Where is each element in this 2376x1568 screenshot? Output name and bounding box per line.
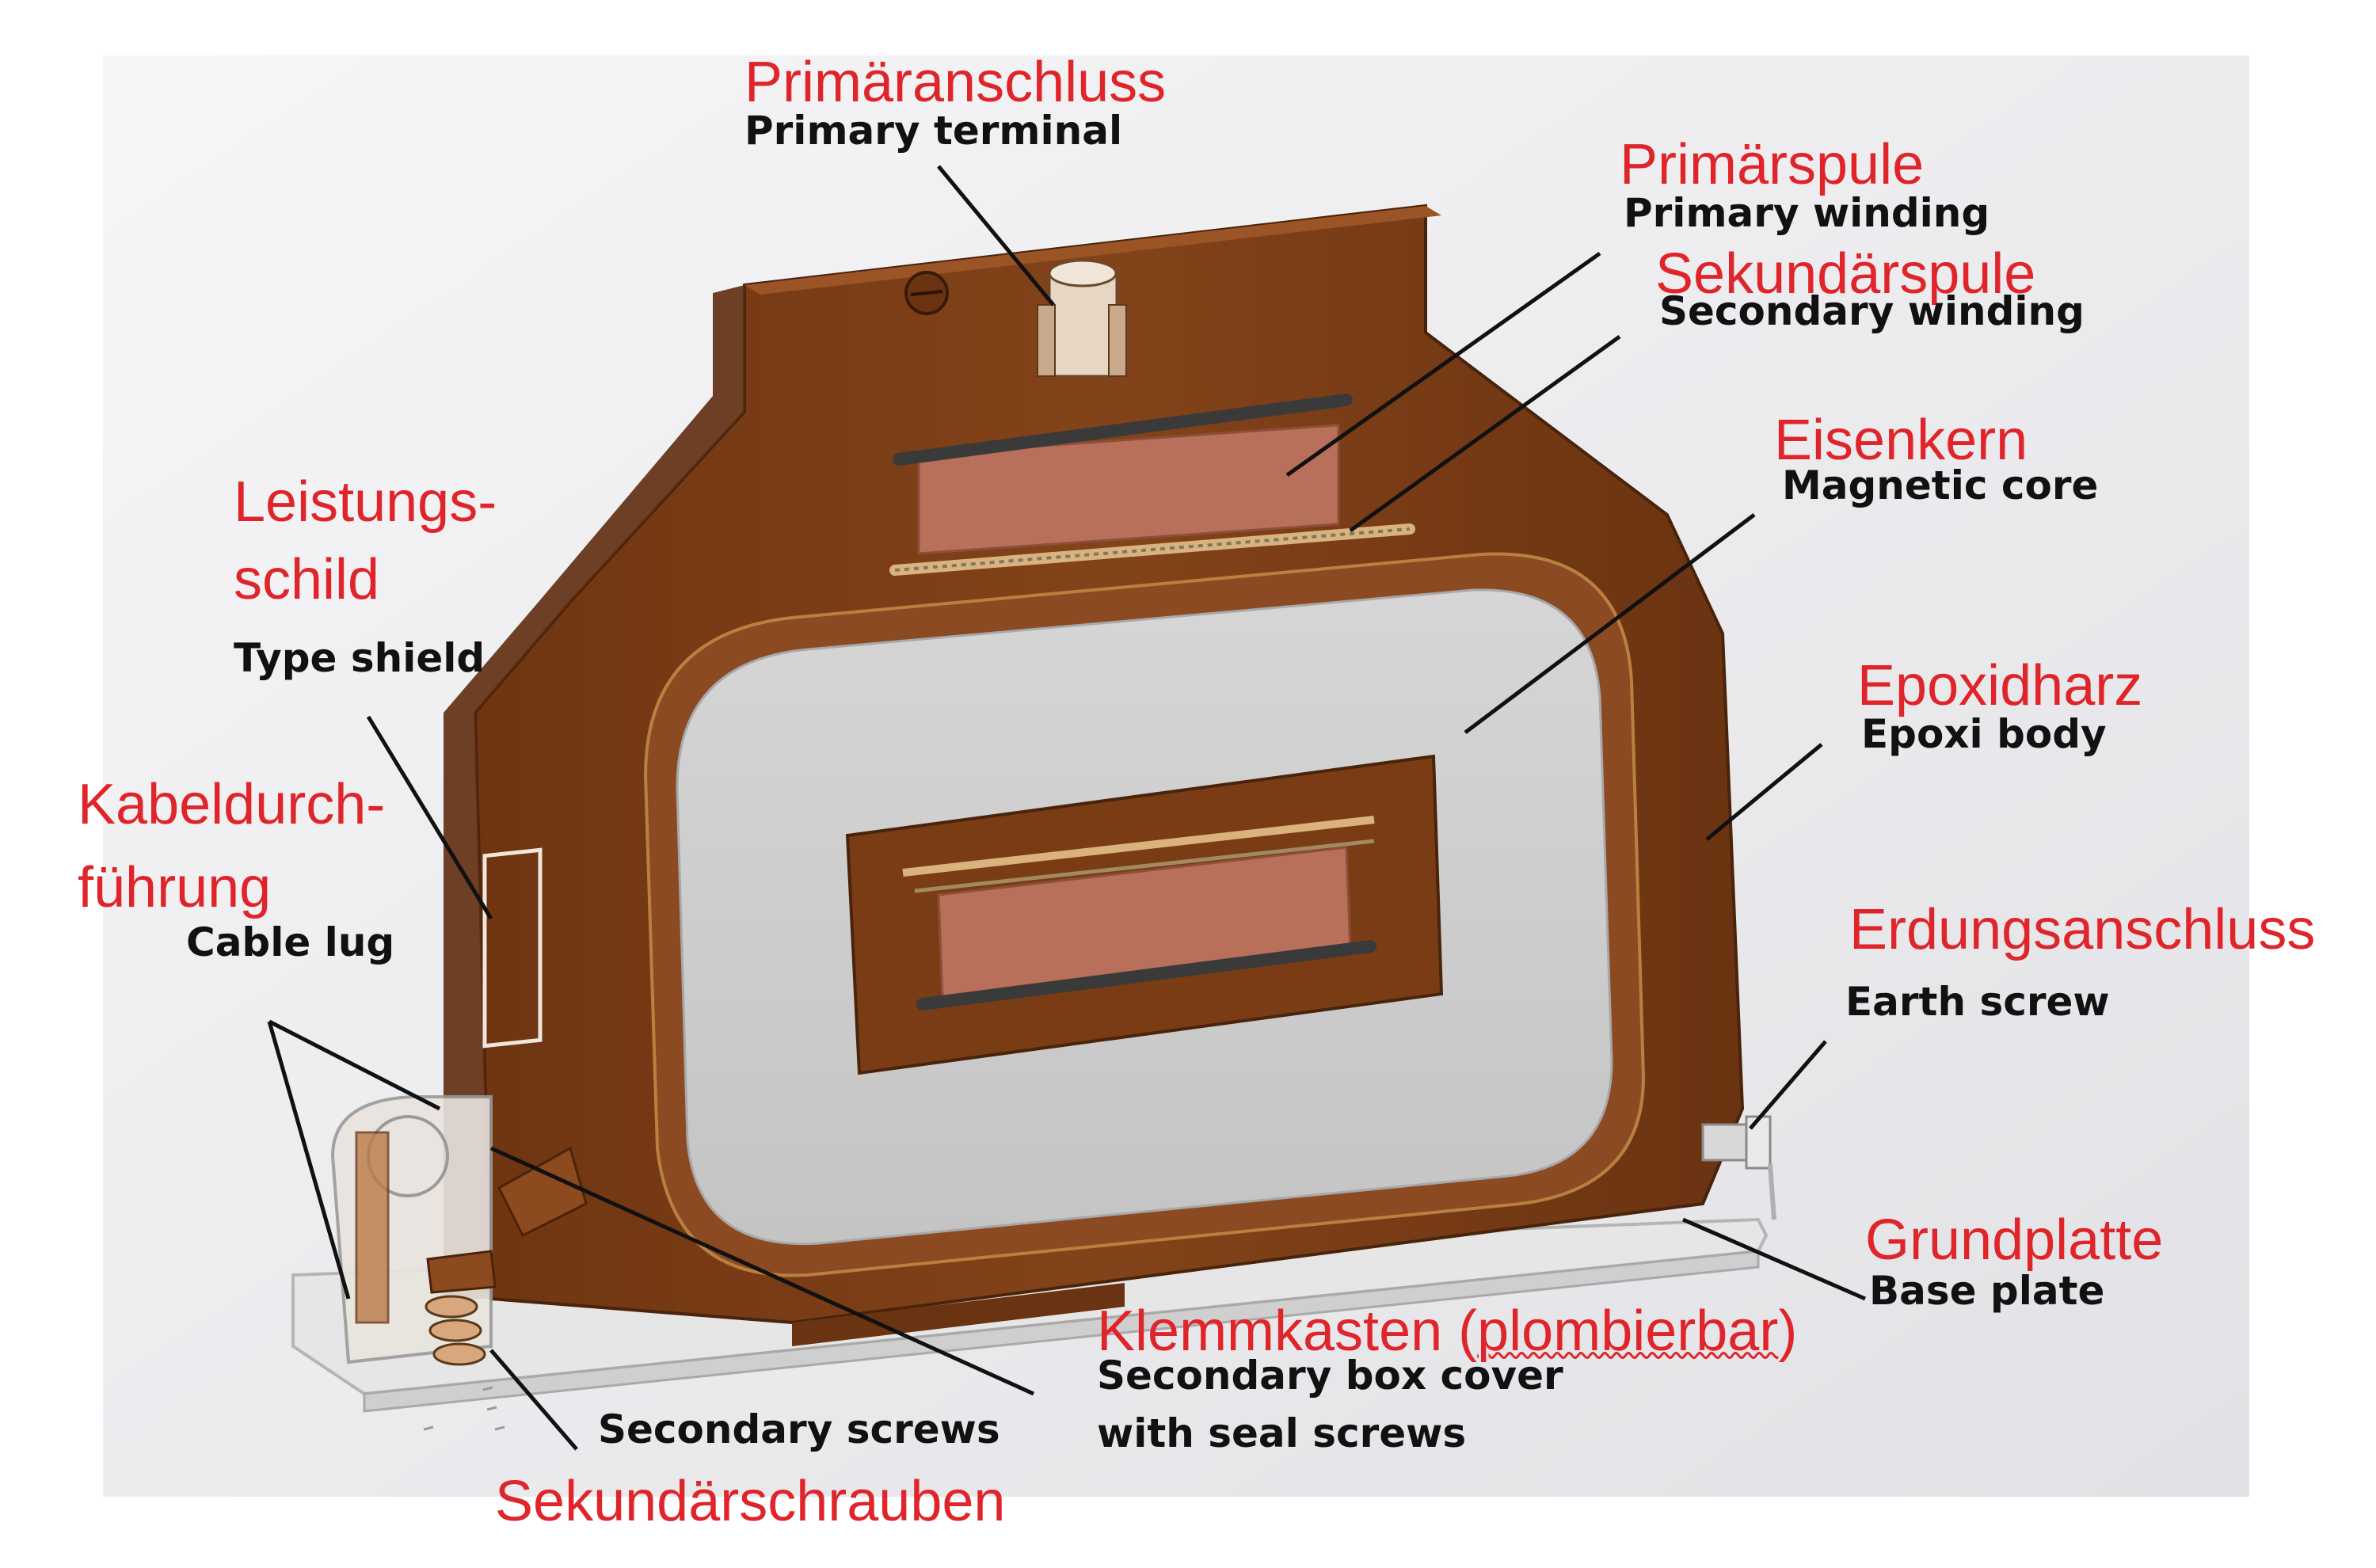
label-box-cover-de-prefix: Klemmkasten ( (1097, 1300, 1478, 1363)
earth-screw-shape (1701, 1115, 1776, 1220)
label-type-shield-de-line2: schild (234, 548, 380, 611)
leader-primary-winding (1285, 251, 1601, 478)
label-box-cover-en-line2: with seal screws (1097, 1410, 1467, 1456)
label-epoxi-body-de: Epoxidharz (1857, 654, 2143, 717)
inner-window-shape (845, 754, 1444, 1075)
leader-magnetic-core (1464, 513, 1756, 734)
leader-base-plate (1682, 1217, 1866, 1301)
label-box-cover-de-suffix: ) (1778, 1300, 1798, 1363)
label-magnetic-core-en: Magnetic core (1782, 462, 2099, 508)
label-primary-winding-en: Primary winding (1624, 190, 1990, 236)
label-secondary-winding-en: Secondary winding (1659, 288, 2085, 334)
leader-type-shield (366, 715, 493, 920)
label-secondary-screws-en: Secondary screws (598, 1406, 1000, 1452)
label-primary-terminal-en: Primary terminal (744, 108, 1123, 154)
leader-epoxi-body (1705, 743, 1823, 841)
leader-secondary-winding (1349, 334, 1621, 533)
label-type-shield-de-line1: Leistungs- (234, 470, 497, 534)
leader-box-cover (489, 1146, 1035, 1396)
label-box-cover-en-line1: Secondary box cover (1097, 1353, 1563, 1399)
label-primary-terminal-de: Primäranschluss (744, 51, 1167, 114)
label-magnetic-core-de: Eisenkern (1774, 409, 2028, 472)
leader-cable-lug-2 (267, 1021, 351, 1300)
leader-primary-terminal (937, 165, 1055, 306)
label-earth-screw-en: Earth screw (1845, 979, 2110, 1025)
label-base-plate-en: Base plate (1869, 1268, 2105, 1314)
label-secondary-winding-de: Sekundärspule (1655, 242, 2036, 306)
leader-earth-screw (1749, 1040, 1827, 1130)
secondary-winding-shape (889, 523, 1415, 576)
label-primary-winding-de: Primärspule (1620, 133, 1925, 196)
label-cable-lug-en: Cable lug (186, 919, 395, 965)
base-marks (423, 1386, 505, 1431)
primary-winding-shape (893, 394, 1353, 555)
label-epoxi-body-en: Epoxi body (1861, 711, 2107, 757)
leader-lines (267, 165, 1866, 1451)
label-cable-lug-de-line2: führung (78, 856, 272, 919)
type-shield-shape (482, 847, 543, 1049)
label-secondary-screws-de: Sekundärschrauben (495, 1470, 1006, 1533)
label-box-cover-de-underlined: plombierbar (1477, 1300, 1779, 1363)
leader-secondary-screws (489, 1349, 578, 1451)
secondary-screws-shape (425, 1250, 497, 1366)
label-cable-lug-de-line1: Kabeldurch- (78, 773, 386, 836)
label-base-plate-de: Grundplatte (1865, 1208, 2164, 1272)
label-earth-screw-de: Erdungsanschluss (1849, 898, 2316, 961)
label-box-cover-de: Klemmkasten (plombierbar) (1097, 1303, 1797, 1360)
leader-cable-lug-1 (268, 1019, 441, 1111)
label-type-shield-en: Type shield (234, 635, 485, 681)
primary-terminal-shape (904, 259, 1127, 378)
